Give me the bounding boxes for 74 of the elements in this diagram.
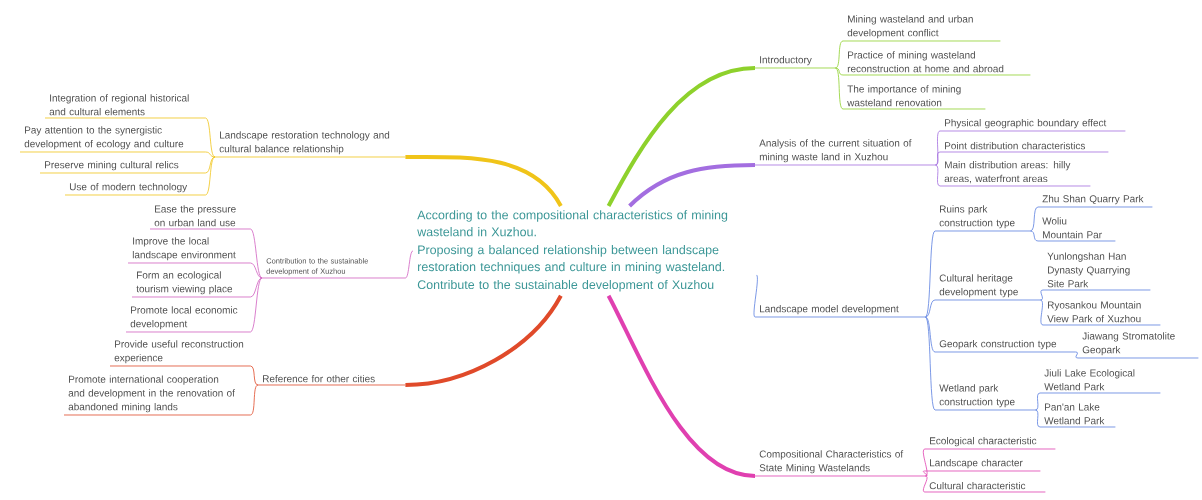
branch-line [1040,289,1044,301]
branch-line [922,448,928,477]
branch-label: Ease the pressure on urban land use [149,205,251,230]
branch-label: Point distribution characteristics [939,142,1109,153]
branch-line [1075,351,1079,359]
branch-line [835,67,844,110]
branch-label: Practice of mining wasteland reconstruction at home and abroad [842,51,1031,76]
branch-line [405,294,563,387]
branch-label: Pan'an Lake Wetland Park [1039,403,1116,428]
branch-line [1030,230,1039,242]
branch-label: Reference for other cities [257,375,406,386]
branch-line [935,151,941,166]
central-topic: According to the compositional characteristics of mining wasteland in Xuzhou. Proposing a balanced relationship between landscape restoration techniques and culture in mining wasteland. Contribute to the sustainable development of Xuzhou [417,210,728,292]
branch-label: Ruins park construction type [934,205,1031,232]
branch-line [250,262,263,279]
branch-line [925,299,936,318]
branch-label: Use of modern technology [64,183,206,196]
branch-label: Form an ecological tourism viewing place [131,271,251,298]
branch-line [835,67,844,76]
branch-label: Yunlongshan Han Dynasty Quarrying Site Park [1042,252,1151,291]
branch-line [250,277,263,298]
branch-label: Introductory [754,56,836,69]
branch-line [606,294,756,478]
branch-line [935,130,941,166]
branch-line [205,156,216,196]
branch-line [925,230,936,318]
branch-label: Integration of regional historical and cultural elements [44,94,206,119]
branch-label: Geopark construction type [934,340,1076,353]
branch-label: Landscape restoration technology and cultural balance relationship [214,131,406,158]
branch-line [628,163,756,208]
branch-label: Compositional Characteristics of State Mining Wastelands [754,450,926,477]
branch-label: Mining wasteland and urban development conflict [842,15,1001,42]
branch-line [1030,206,1039,232]
branch-line [922,475,928,493]
branch-line [753,274,758,318]
branch-label: Cultural characteristic [924,482,1046,493]
branch-label: Cultural heritage development type [934,274,1041,301]
branch-label: Zhu Shan Quarry Park [1037,195,1153,208]
branch-label: Analysis of the current situation of mining waste land in Xuzhou [754,139,936,166]
branch-label: Ryosankou Mountain View Park of Xuzhou [1042,301,1161,326]
branch-line [835,40,844,69]
branch-line [1035,409,1041,428]
branch-line [250,228,263,279]
branch-line [922,470,928,477]
branch-label: Landscape character [924,459,1041,472]
branch-label: Preserve mining cultural relics [39,161,206,174]
branch-line [606,66,756,207]
branch-label: Wetland park construction type [934,384,1036,411]
branch-line [205,156,216,174]
branch-label: Provide useful reconstruction experience [109,340,251,367]
branch-line [1035,392,1041,411]
branch-line [925,316,936,411]
branch-line [405,250,414,279]
branch-label: The importance of mining wasteland renovation [842,85,986,110]
branch-line [925,316,936,353]
branch-line [250,365,259,386]
branch-label: Ecological characteristic [924,437,1056,450]
branch-label: Pay attention to the synergistic development of ecology and culture [19,126,206,153]
branch-label: Woliu Mountain Par [1037,217,1116,242]
branch-label: Promote international cooperation and development in the renovation of abandoned mining lands [63,375,251,416]
branch-label: Main distribution areas: hilly areas, waterfront areas [939,161,1091,187]
branch-label: Improve the local landscape environment [127,237,251,264]
branch-line [250,277,263,333]
branch-label: Physical geographic boundary effect [939,119,1126,132]
branch-line [250,384,259,416]
branch-line [405,154,563,208]
branch-line [205,151,216,158]
branch-label: Promote local economic development [125,306,251,333]
branch-label: Jiuli Lake Ecological Wetland Park [1039,369,1161,394]
branch-label: Jiawang Stromatolite Geopark [1077,332,1199,359]
branch-line [935,164,941,187]
branch-line [205,117,216,158]
branch-label: Landscape model development [754,305,926,318]
branch-line [1040,299,1044,326]
